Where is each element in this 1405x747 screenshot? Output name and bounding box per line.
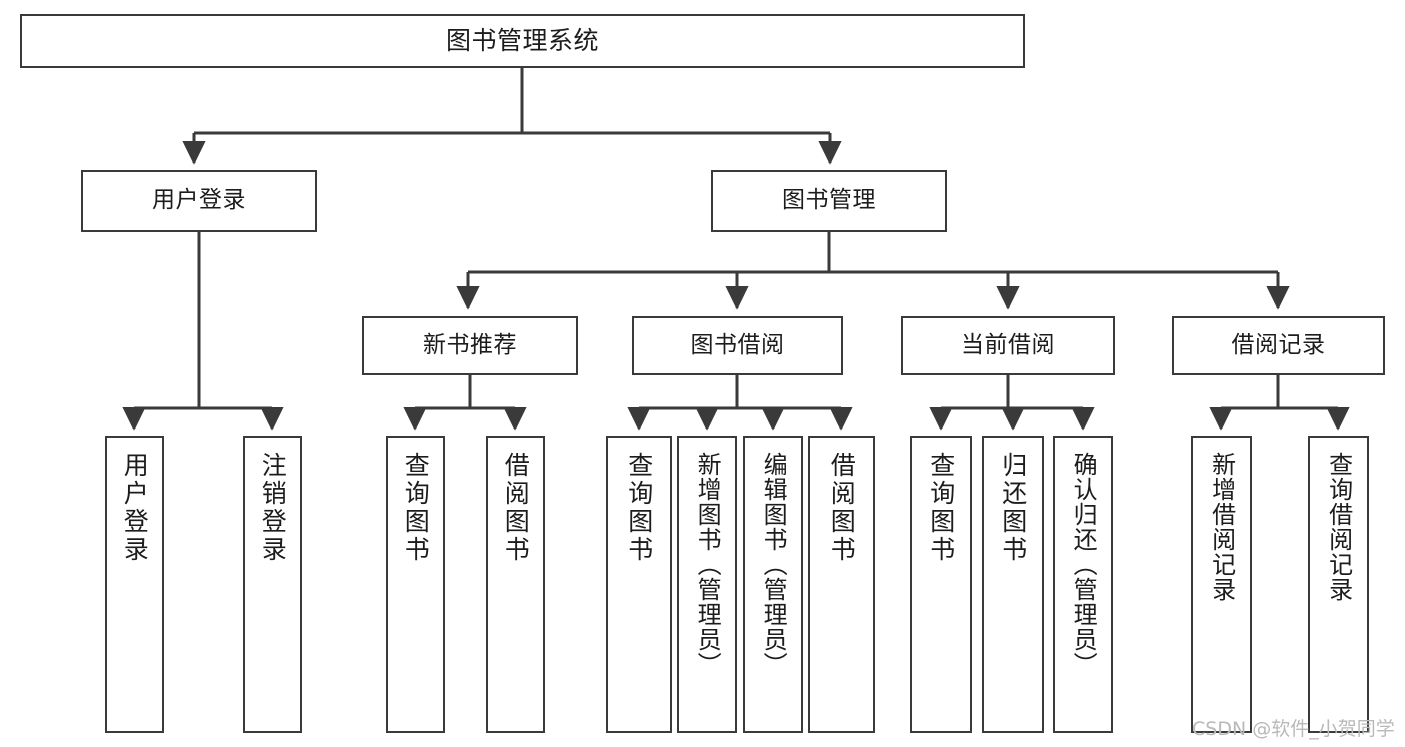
node-root-label: 图书管理系统: [445, 26, 599, 56]
node-book-management[interactable]: 图书管理: [711, 170, 947, 232]
node-borrow-record-label: 借阅记录: [1231, 331, 1326, 358]
node-leaf-logout[interactable]: 注销登录: [243, 436, 302, 733]
node-leaf-return-book-label: 归还图书: [998, 452, 1028, 564]
node-book-management-label: 图书管理: [782, 187, 876, 214]
node-leaf-confirm-return-label: 确认归还（管理员）: [1069, 452, 1098, 677]
node-borrow-record[interactable]: 借阅记录: [1172, 316, 1385, 375]
node-leaf-add-book-label: 新增图书（管理员）: [693, 452, 722, 677]
node-current-borrow[interactable]: 当前借阅: [901, 316, 1115, 375]
node-leaf-logout-label: 注销登录: [258, 452, 288, 564]
node-new-book-recommend[interactable]: 新书推荐: [362, 316, 578, 375]
node-new-book-recommend-label: 新书推荐: [423, 331, 517, 358]
node-leaf-borrow-book[interactable]: 借阅图书: [808, 436, 875, 733]
node-leaf-return-book[interactable]: 归还图书: [982, 436, 1044, 733]
node-leaf-user-login-label: 用户登录: [120, 452, 150, 564]
node-leaf-query-borrow-record-label: 查询借阅记录: [1324, 452, 1353, 602]
node-book-borrow-label: 图书借阅: [690, 331, 785, 358]
node-leaf-borrow-book-label: 借阅图书: [827, 452, 857, 564]
node-leaf-query-book-borrow-label: 查询图书: [624, 452, 654, 564]
node-user-login[interactable]: 用户登录: [81, 170, 317, 232]
node-leaf-query-book-borrow[interactable]: 查询图书: [606, 436, 672, 733]
node-leaf-user-login[interactable]: 用户登录: [105, 436, 164, 733]
node-user-login-label: 用户登录: [152, 187, 246, 214]
node-leaf-query-book-recommend-label: 查询图书: [401, 452, 431, 564]
node-leaf-edit-book[interactable]: 编辑图书（管理员）: [743, 436, 803, 733]
node-leaf-borrow-book-recommend-label: 借阅图书: [501, 452, 531, 564]
csdn-watermark: CSDN @软件_小贺同学: [1192, 718, 1395, 740]
node-leaf-query-book-recommend[interactable]: 查询图书: [386, 436, 445, 733]
node-leaf-add-borrow-record-label: 新增借阅记录: [1207, 452, 1236, 602]
node-leaf-add-book[interactable]: 新增图书（管理员）: [677, 436, 737, 733]
node-leaf-confirm-return[interactable]: 确认归还（管理员）: [1053, 436, 1113, 733]
node-book-borrow[interactable]: 图书借阅: [632, 316, 843, 375]
node-leaf-query-borrow-record[interactable]: 查询借阅记录: [1308, 436, 1369, 733]
node-leaf-borrow-book-recommend[interactable]: 借阅图书: [486, 436, 545, 733]
node-leaf-query-book-current[interactable]: 查询图书: [910, 436, 972, 733]
node-leaf-query-book-current-label: 查询图书: [926, 452, 956, 564]
node-leaf-edit-book-label: 编辑图书（管理员）: [759, 452, 788, 677]
node-leaf-add-borrow-record[interactable]: 新增借阅记录: [1191, 436, 1252, 733]
node-current-borrow-label: 当前借阅: [961, 331, 1055, 358]
node-root[interactable]: 图书管理系统: [20, 14, 1025, 68]
